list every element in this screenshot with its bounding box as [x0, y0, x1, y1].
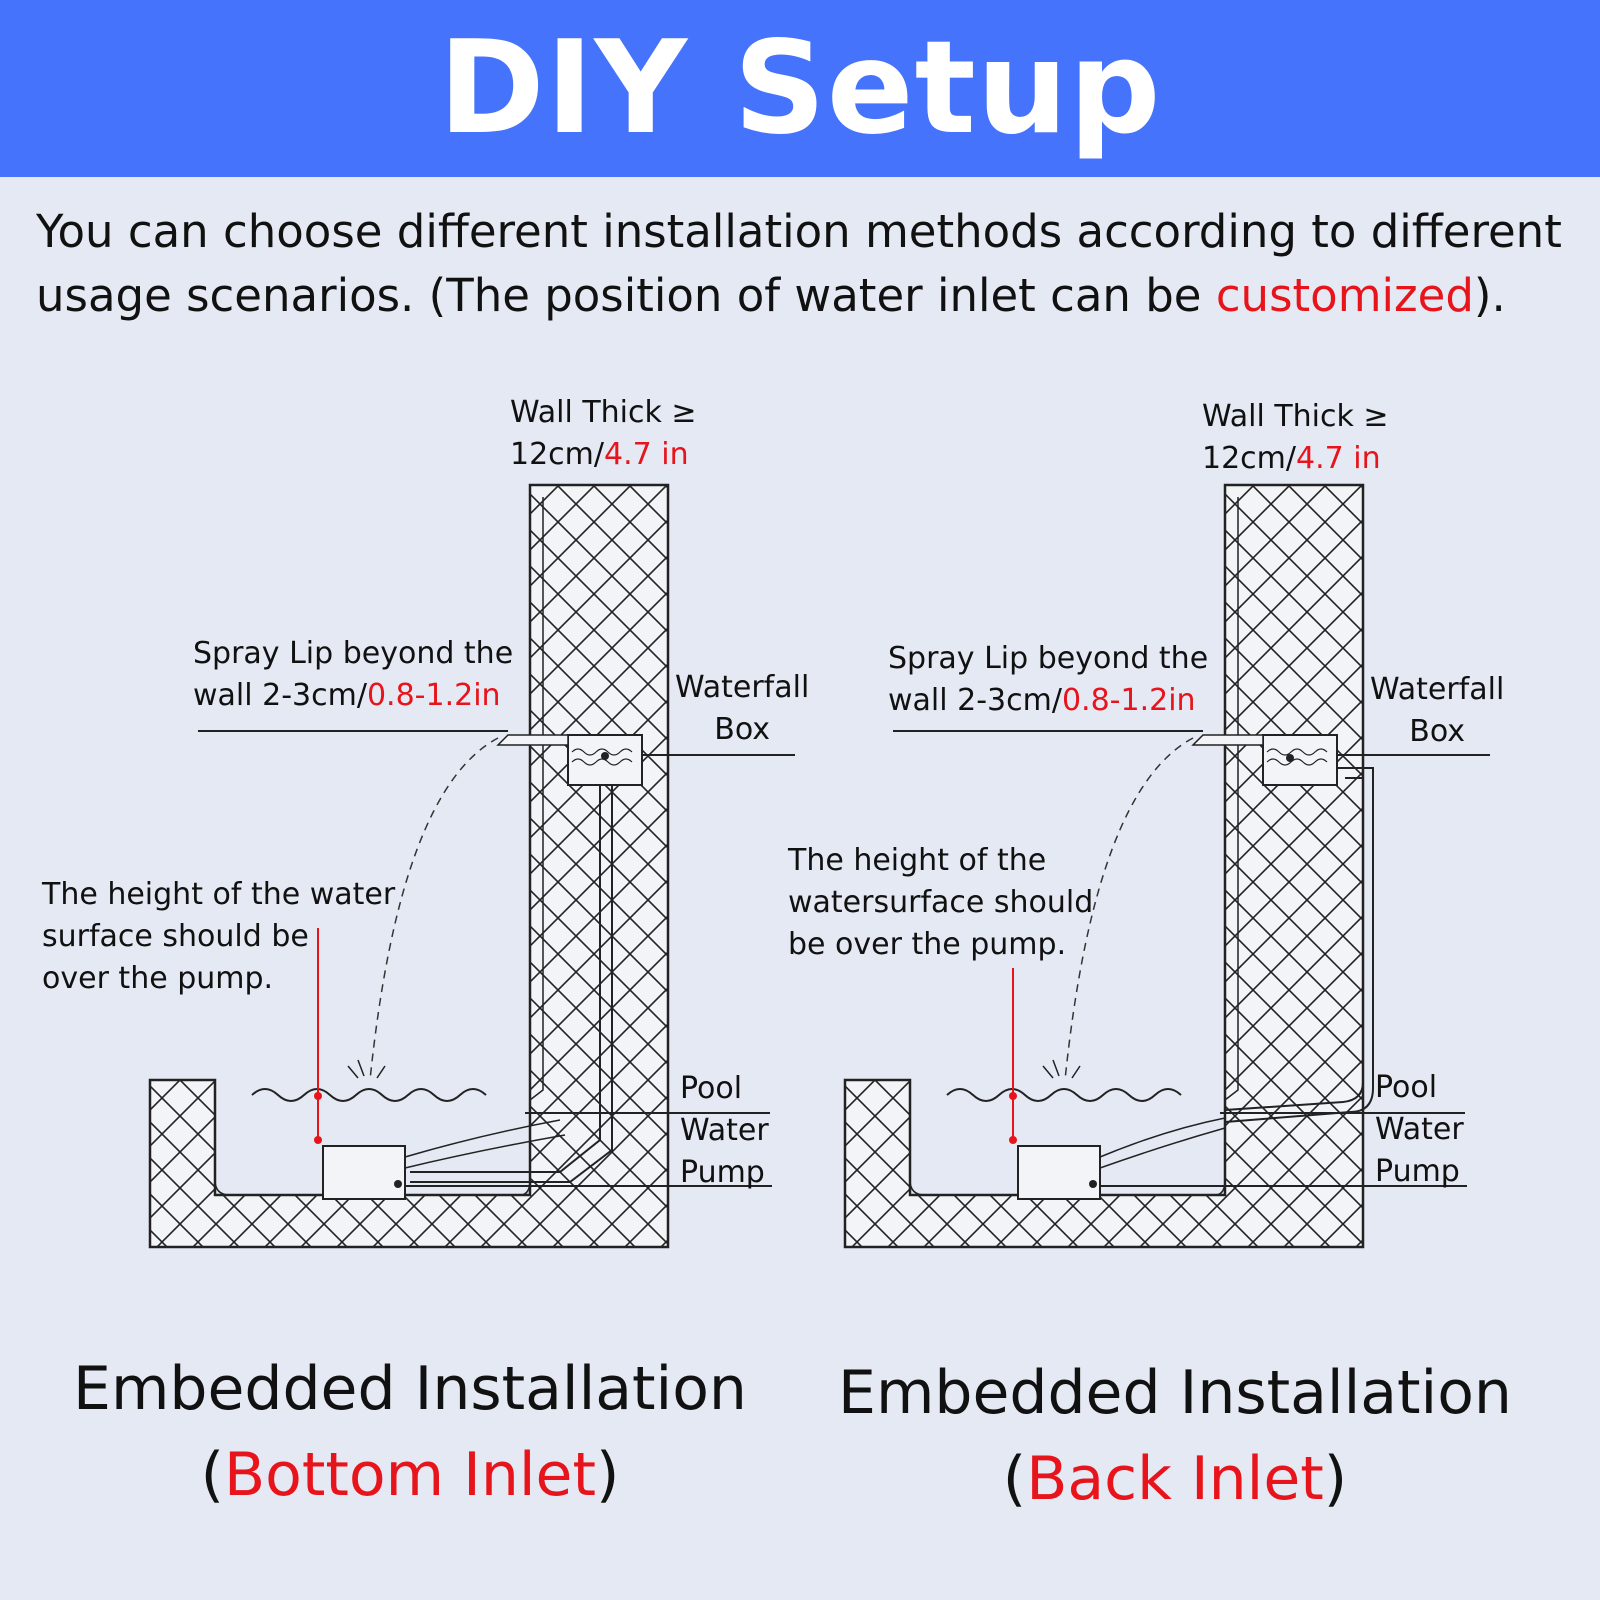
spray-lip: [1191, 734, 1264, 746]
pump-label: Pool Water Pump: [1375, 1070, 1464, 1189]
intro-text-end: ).: [1473, 269, 1506, 322]
back-inlet-diagram: [843, 483, 1490, 1249]
waterfall-box-label: Waterfall Box: [1370, 672, 1505, 749]
intro-highlight: customized: [1215, 269, 1474, 322]
water-surface: [251, 1088, 487, 1102]
spray-lip-label: Spray Lip beyond the wall 2-3cm/0.8-1.2i…: [193, 636, 514, 713]
spray-lip: [496, 734, 569, 746]
wall-structure: [148, 483, 670, 1249]
water-surface: [946, 1088, 1182, 1102]
wall-thick-label: Wall Thick ≥ 12cm/4.7 in: [510, 395, 697, 472]
water-arc: [1064, 737, 1194, 1081]
water-pump: [322, 1145, 406, 1200]
page-title: DIY Setup: [438, 14, 1162, 163]
spray-lip-label: Spray Lip beyond the wall 2-3cm/0.8-1.2i…: [888, 641, 1209, 718]
water-height-label: The height of the watersurface should be…: [788, 843, 1094, 962]
bottom-inlet-diagram: [148, 483, 795, 1249]
header-banner: DIY Setup: [0, 0, 1600, 177]
water-arc: [369, 737, 499, 1081]
pump-label: Pool Water Pump: [680, 1071, 769, 1190]
intro-text: You can choose different installation me…: [36, 200, 1576, 328]
waterfall-box-label: Waterfall Box: [675, 670, 810, 747]
water-pump: [1017, 1145, 1101, 1200]
bottom-inlet-caption: Embedded Installation (Bottom Inlet): [73, 1354, 747, 1510]
wall-thick-label: Wall Thick ≥ 12cm/4.7 in: [1202, 399, 1389, 476]
intro-text-start: You can choose different installation me…: [36, 205, 1562, 322]
water-height-label: The height of the water surface should b…: [42, 877, 396, 996]
back-inlet-caption: Embedded Installation (Back Inlet): [838, 1358, 1512, 1514]
